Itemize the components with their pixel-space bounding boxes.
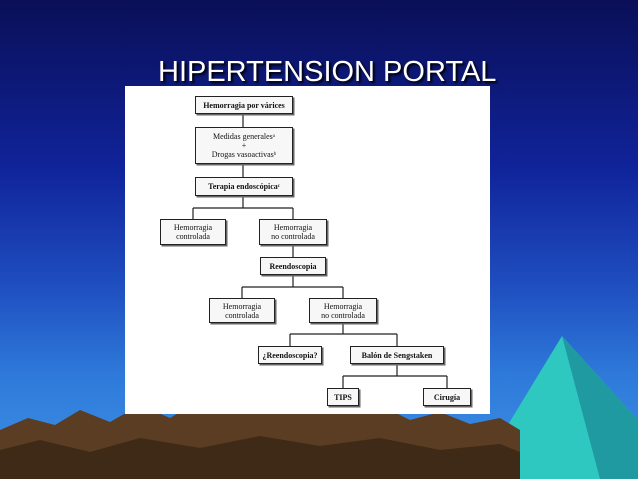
flowchart-connectors bbox=[192, 114, 448, 388]
node-reendoscopia-question: ¿Reendoscopia? bbox=[258, 346, 322, 364]
node-terapia-label: Terapia endoscópicaᶜ bbox=[208, 182, 280, 191]
node-controlada-1-line1: Hemorragia bbox=[173, 223, 213, 232]
flowchart-panel: Hemorragia por várices Medidas generales… bbox=[125, 86, 490, 414]
mountain-shadow bbox=[0, 436, 520, 479]
node-controlada-1-line2: controlada bbox=[176, 232, 210, 241]
node-hemorragia-controlada-1: Hemorragia controlada bbox=[160, 219, 226, 245]
node-controlada-2-line2: controlada bbox=[225, 310, 259, 320]
node-medidas-label: Medidas generalesᵃ bbox=[213, 132, 275, 141]
node-tips: TIPS bbox=[327, 388, 359, 406]
node-no-controlada-2-line1: Hemorragia bbox=[323, 301, 363, 311]
node-no-controlada-1-line1: Hemorragia bbox=[273, 223, 313, 232]
node-hemorragia-varices: Hemorragia por várices bbox=[195, 96, 293, 114]
node-balon-sengstaken: Balón de Sengstaken bbox=[350, 346, 444, 364]
node-hemorragia-no-controlada-2: Hemorragia no controlada bbox=[309, 298, 377, 323]
node-reendoscopia: Reendoscopia bbox=[260, 257, 326, 275]
node-controlada-2-line1: Hemorragia bbox=[222, 301, 262, 311]
node-drogas-label: Drogas vasoactivasᵇ bbox=[211, 150, 277, 159]
node-balon-label: Balón de Sengstaken bbox=[361, 350, 433, 360]
node-hemorragia-varices-label: Hemorragia por várices bbox=[203, 100, 285, 110]
slide-title: HIPERTENSION PORTAL bbox=[158, 56, 497, 88]
node-cirugia: Cirugía bbox=[423, 388, 471, 406]
node-hemorragia-controlada-2: Hemorragia controlada bbox=[209, 298, 275, 323]
node-reendoscopia-label: Reendoscopia bbox=[269, 261, 317, 271]
node-no-controlada-2-line2: no controlada bbox=[321, 310, 365, 320]
node-terapia-endoscopica: Terapia endoscópicaᶜ bbox=[195, 177, 293, 196]
node-medidas-drogas: Medidas generalesᵃ + Drogas vasoactivasᵇ bbox=[195, 127, 293, 164]
node-tips-label: TIPS bbox=[334, 392, 352, 402]
node-reendoscopia-question-label: ¿Reendoscopia? bbox=[262, 350, 318, 360]
node-no-controlada-1-line2: no controlada bbox=[271, 232, 315, 241]
node-plus-label: + bbox=[241, 141, 247, 150]
node-cirugia-label: Cirugía bbox=[433, 392, 461, 402]
node-hemorragia-no-controlada-1: Hemorragia no controlada bbox=[259, 219, 327, 245]
pyramid-shade bbox=[562, 336, 638, 479]
